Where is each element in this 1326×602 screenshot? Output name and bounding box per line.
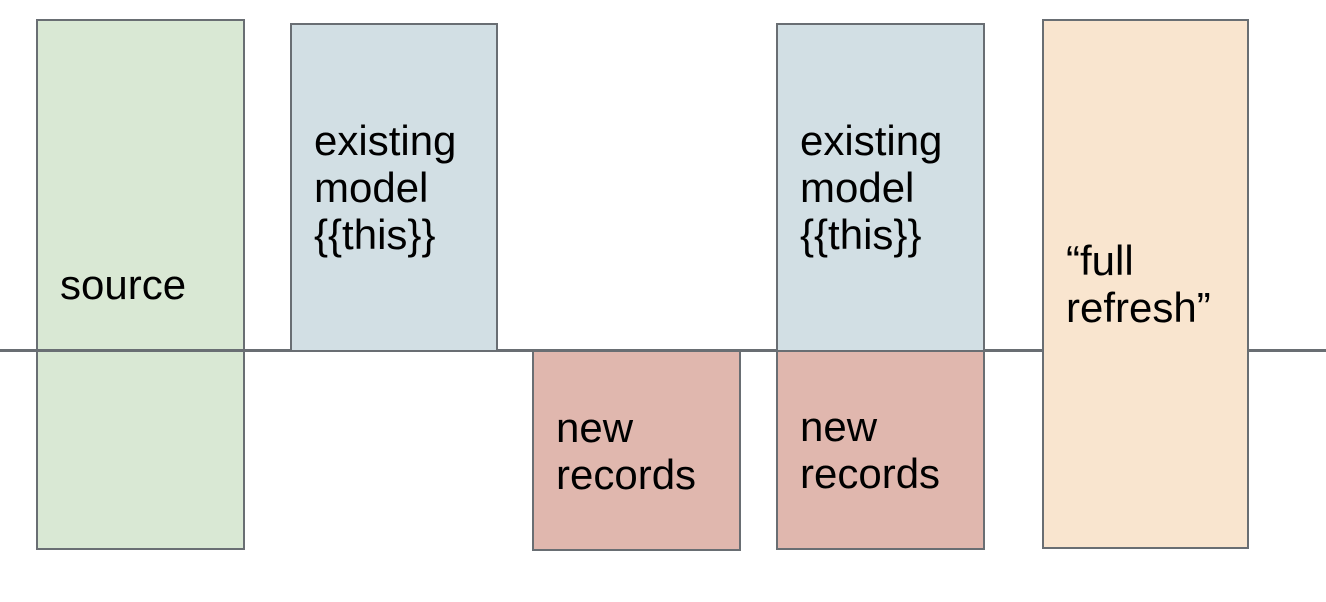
existing-model-right-label: existing model {{this}} <box>800 117 943 258</box>
full-refresh-label: “full refresh” <box>1066 237 1211 331</box>
new-records-right-box: new records <box>776 350 985 550</box>
source-box: source <box>36 19 245 550</box>
existing-model-left-box: existing model {{this}} <box>290 23 498 352</box>
existing-model-right-box: existing model {{this}} <box>776 23 985 352</box>
source-box-label: source <box>60 261 187 308</box>
full-refresh-box: “full refresh” <box>1042 19 1249 549</box>
new-records-left-box: new records <box>532 350 741 551</box>
existing-model-left-label: existing model {{this}} <box>314 117 457 258</box>
new-records-left-label: new records <box>556 403 697 498</box>
new-records-right-label: new records <box>800 403 941 497</box>
